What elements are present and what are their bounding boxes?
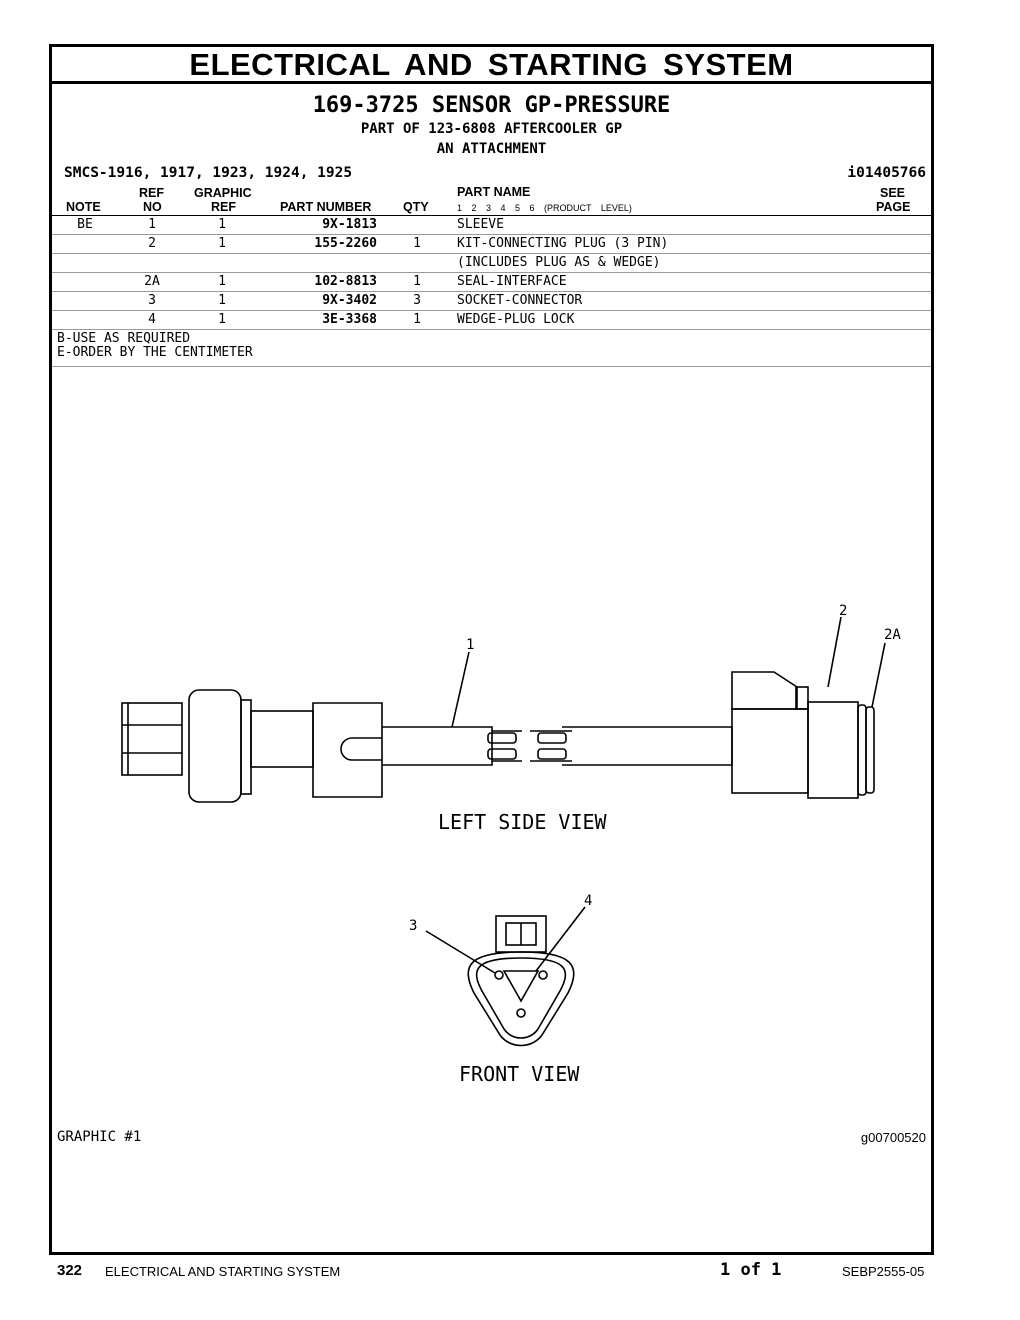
connector-front-view-drawing: [467, 915, 575, 1047]
cell-graphic-ref: 1: [218, 312, 226, 327]
smcs-codes: SMCS-1916, 1917, 1923, 1924, 1925: [64, 165, 353, 181]
front-view-label: FRONT VIEW: [459, 1062, 580, 1086]
subtitle-parent-group: PART OF 123-6808 AFTERCOOLER GP: [360, 121, 623, 137]
graphic-id: g00700520: [860, 1130, 926, 1145]
page-number: 322: [57, 1262, 83, 1279]
header-qty: QTY: [403, 200, 429, 214]
cell-qty: 1: [413, 312, 421, 327]
cell-ref: 2: [148, 236, 156, 251]
cell-graphic-ref: 1: [218, 274, 226, 289]
cell-qty: 1: [413, 274, 421, 289]
header-ref-bottom: NO: [143, 200, 162, 214]
header-graphic-top: GRAPHIC: [194, 186, 252, 200]
table-row: BE 1 1 9X-1813 SLEEVE: [52, 216, 931, 235]
header-part-name: PART NAME: [457, 185, 531, 199]
cell-part-name: SLEEVE: [457, 217, 504, 232]
cell-ref: 1: [148, 217, 156, 232]
callout-2: 2: [839, 603, 847, 619]
cell-part-number: 9X-1813: [322, 217, 377, 232]
callout-2a: 2A: [884, 627, 901, 643]
cell-graphic-ref: 1: [218, 293, 226, 308]
callout-leaders-front-view: [425, 906, 586, 974]
callout-1: 1: [466, 637, 474, 653]
cell-qty: 1: [413, 236, 421, 251]
document-identifier: i01405766: [847, 165, 926, 181]
cell-ref: 4: [148, 312, 156, 327]
cell-part-name: KIT-CONNECTING PLUG (3 PIN): [457, 236, 669, 251]
table-row: 4 1 3E-3368 1 WEDGE-PLUG LOCK: [52, 311, 931, 330]
header-see-bottom: PAGE: [876, 200, 911, 214]
cell-graphic-ref: 1: [218, 217, 226, 232]
header-note: NOTE: [66, 200, 101, 214]
cell-part-number: 102-8813: [314, 274, 377, 289]
left-side-view-label: LEFT SIDE VIEW: [438, 810, 608, 834]
subtitle-attachment: AN ATTACHMENT: [436, 141, 547, 157]
pressure-sensor-drawing: [121, 671, 875, 803]
header-graphic-bottom: REF: [211, 200, 236, 214]
document-id: SEBP2555-05: [842, 1264, 925, 1279]
table-row: 3 1 9X-3402 3 SOCKET-CONNECTOR: [52, 292, 931, 311]
cell-part-number: 3E-3368: [322, 312, 377, 327]
cell-part-name: WEDGE-PLUG LOCK: [457, 312, 575, 327]
table-row: 2 1 155-2260 1 KIT-CONNECTING PLUG (3 PI…: [52, 235, 931, 254]
table-row: (INCLUDES PLUG AS & WEDGE): [52, 254, 931, 273]
page-footer: 322 ELECTRICAL AND STARTING SYSTEM 1 of …: [0, 1260, 1020, 1284]
table-body: BE 1 1 9X-1813 SLEEVE 2 1 155-2260 1 KIT…: [52, 216, 931, 330]
header-ref-top: REF: [139, 186, 164, 200]
cell-note: BE: [77, 217, 93, 232]
cell-part-number: 155-2260: [314, 236, 377, 251]
cell-ref: 3: [148, 293, 156, 308]
graphic-label: GRAPHIC #1: [57, 1129, 142, 1145]
page-count: 1 of 1: [720, 1260, 782, 1280]
page-frame: ELECTRICAL AND STARTING SYSTEM 169-3725 …: [49, 44, 934, 1255]
smcs-row: SMCS-1916, 1917, 1923, 1924, 1925 i01405…: [52, 161, 931, 185]
cell-part-number: 9X-3402: [322, 293, 377, 308]
footer-title: ELECTRICAL AND STARTING SYSTEM: [105, 1264, 341, 1279]
cell-graphic-ref: 1: [218, 236, 226, 251]
note-line: E-ORDER BY THE CENTIMETER: [57, 345, 253, 360]
cell-qty: 3: [413, 293, 421, 308]
header-part-number: PART NUMBER: [280, 200, 372, 214]
table-header: NOTE REF NO GRAPHIC REF PART NUMBER QTY …: [52, 185, 931, 216]
cell-part-name: SOCKET-CONNECTOR: [457, 293, 583, 308]
header-product-level: 1 2 3 4 5 6 (PRODUCT LEVEL): [457, 203, 632, 213]
parts-diagram: 1 2 2A LEFT SIDE VIEW 3 4 FRONT VIEW: [121, 603, 901, 1086]
section-title: ELECTRICAL AND STARTING SYSTEM: [52, 47, 931, 84]
note-line: B-USE AS REQUIRED: [57, 331, 191, 346]
group-title: 169-3725 SENSOR GP-PRESSURE: [312, 93, 671, 118]
callout-leaders-left-view: [451, 616, 886, 728]
table-notes: B-USE AS REQUIRED E-ORDER BY THE CENTIME…: [52, 330, 931, 367]
header-see-top: SEE: [880, 186, 906, 200]
callout-4: 4: [584, 893, 592, 909]
cell-part-name: SEAL-INTERFACE: [457, 274, 567, 289]
callout-3: 3: [409, 918, 417, 934]
cell-part-name: (INCLUDES PLUG AS & WEDGE): [457, 255, 661, 270]
cell-ref: 2A: [144, 274, 160, 289]
table-row: 2A 1 102-8813 1 SEAL-INTERFACE: [52, 273, 931, 292]
